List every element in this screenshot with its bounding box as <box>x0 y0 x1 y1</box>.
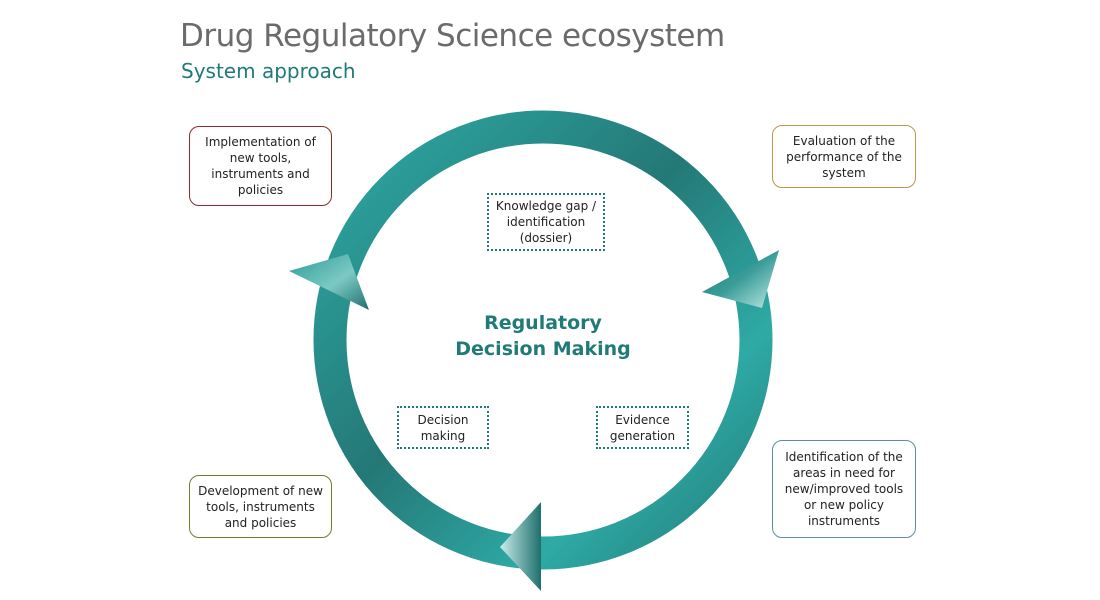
arrow-head-left-icon <box>289 254 369 310</box>
center-label-line-2: Decision Making <box>455 338 631 360</box>
arrow-head-right-icon <box>702 250 779 308</box>
arrow-head-bottom-icon <box>500 502 541 591</box>
outer-step-development: Development of new tools, instruments an… <box>189 475 332 538</box>
inner-step-evidence-generation: Evidence generation <box>596 406 689 449</box>
center-label-line-1: Regulatory <box>484 312 602 334</box>
inner-step-decision-making: Decision making <box>397 406 489 449</box>
outer-step-identification: Identification of the areas in need for … <box>772 440 916 538</box>
cycle-ring-track <box>313 110 773 570</box>
outer-step-evaluation: Evaluation of the performance of the sys… <box>772 125 916 188</box>
inner-step-knowledge-gap: Knowledge gap / identification (dossier) <box>487 193 605 251</box>
diagram-title: Drug Regulatory Science ecosystem <box>180 18 725 54</box>
center-label: Regulatory Decision Making <box>430 310 656 362</box>
diagram-subtitle: System approach <box>181 59 356 83</box>
outer-step-implementation: Implementation of new tools, instruments… <box>189 126 332 206</box>
